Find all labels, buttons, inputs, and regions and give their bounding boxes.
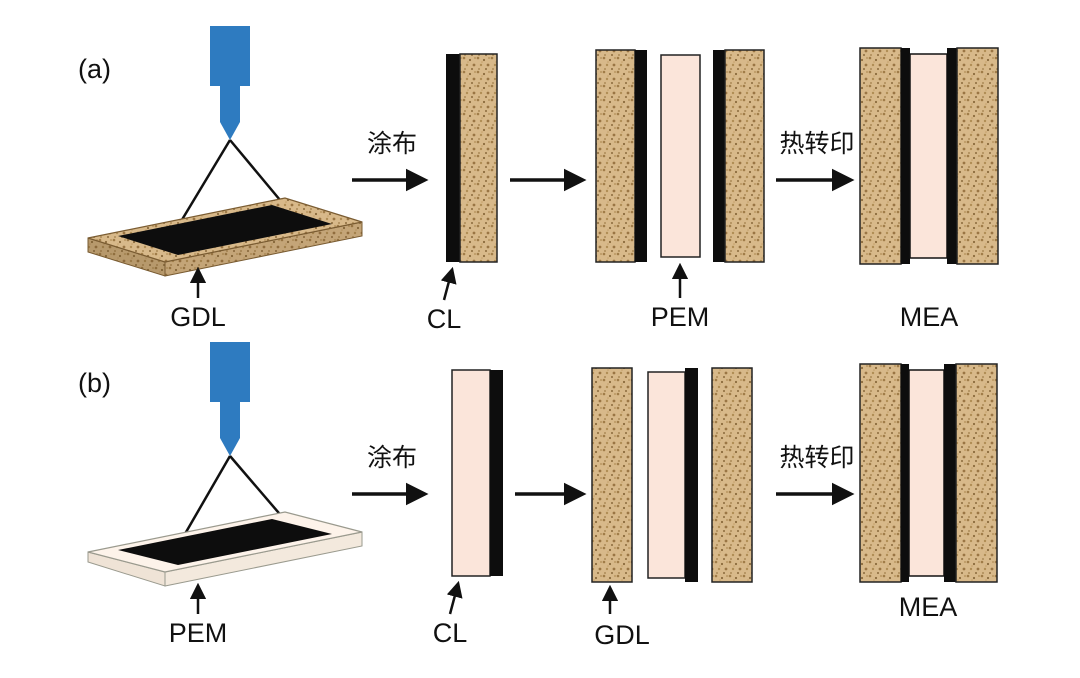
gdl-right	[711, 367, 753, 583]
pem-substrate-board	[87, 511, 363, 587]
nozzle-tip	[220, 122, 240, 140]
pem-sandwich	[595, 49, 765, 263]
mea-pem	[909, 53, 948, 259]
panel-label-b: (b)	[78, 368, 111, 398]
pem-membrane	[660, 54, 701, 258]
coat-arrow-label-b: 涂布	[367, 444, 417, 472]
mea-pem	[908, 369, 945, 577]
board-right-shade	[165, 222, 362, 276]
gdl-substrate-board	[87, 197, 363, 277]
catalyst-layer	[446, 54, 460, 262]
spray-nozzle-icon-b	[176, 342, 291, 547]
cl-right	[685, 368, 698, 582]
cl-on-pem	[451, 369, 503, 577]
catalyst-layer	[490, 370, 503, 576]
mea-label-a: MEA	[900, 302, 959, 332]
spray-cone-left	[176, 455, 232, 547]
mea-cl-right	[947, 48, 957, 264]
gdl-left	[595, 49, 636, 263]
substrate-label-b: PEM	[169, 618, 228, 648]
gdl-layer	[459, 53, 498, 263]
mea-gdl-left	[859, 363, 902, 583]
cl-on-gdl	[446, 53, 498, 263]
cl-label-a: CL	[427, 304, 462, 334]
middle-label-b: GDL	[594, 620, 650, 650]
nozzle-body	[210, 342, 250, 402]
cl-pointer-arrow-b	[446, 580, 463, 615]
nozzle-body	[210, 26, 250, 86]
gdl-assembly	[591, 367, 753, 583]
coat-arrow-label-a: 涂布	[367, 130, 417, 158]
nozzle-tip	[220, 438, 240, 456]
row-b: (b) PEM 涂布 CL	[78, 342, 998, 650]
nozzle-stem	[220, 86, 240, 122]
mea-gdl-left	[859, 47, 902, 265]
transfer-arrow-label-b: 热转印	[779, 444, 854, 472]
cl-left	[635, 50, 647, 262]
pem-layer	[451, 369, 491, 577]
mea-stack-b	[859, 363, 998, 583]
mea-cl-left	[901, 48, 910, 264]
substrate-label-a: GDL	[170, 302, 226, 332]
mea-label-b: MEA	[899, 592, 958, 622]
gdl-left	[591, 367, 633, 583]
cl-pointer-arrow-a	[440, 266, 457, 301]
spray-cone-left	[172, 139, 232, 234]
middle-label-a: PEM	[651, 302, 710, 332]
mea-gdl-right	[956, 47, 999, 265]
mea-cl-left	[901, 364, 909, 582]
board-front-shade	[88, 238, 165, 276]
transfer-arrow-label-a: 热转印	[779, 130, 854, 158]
panel-label-a: (a)	[78, 54, 111, 84]
cl-label-b: CL	[433, 618, 468, 648]
coated-area	[118, 519, 332, 565]
nozzle-stem	[220, 402, 240, 438]
gdl-right	[724, 49, 765, 263]
mea-gdl-right	[955, 363, 998, 583]
coated-area	[118, 205, 332, 255]
mea-stack-a	[859, 47, 999, 265]
cl-right	[713, 50, 725, 262]
pem-membrane	[647, 371, 686, 579]
mea-cl-right	[944, 364, 956, 582]
row-a: (a) GDL 涂布 CL	[78, 26, 999, 334]
